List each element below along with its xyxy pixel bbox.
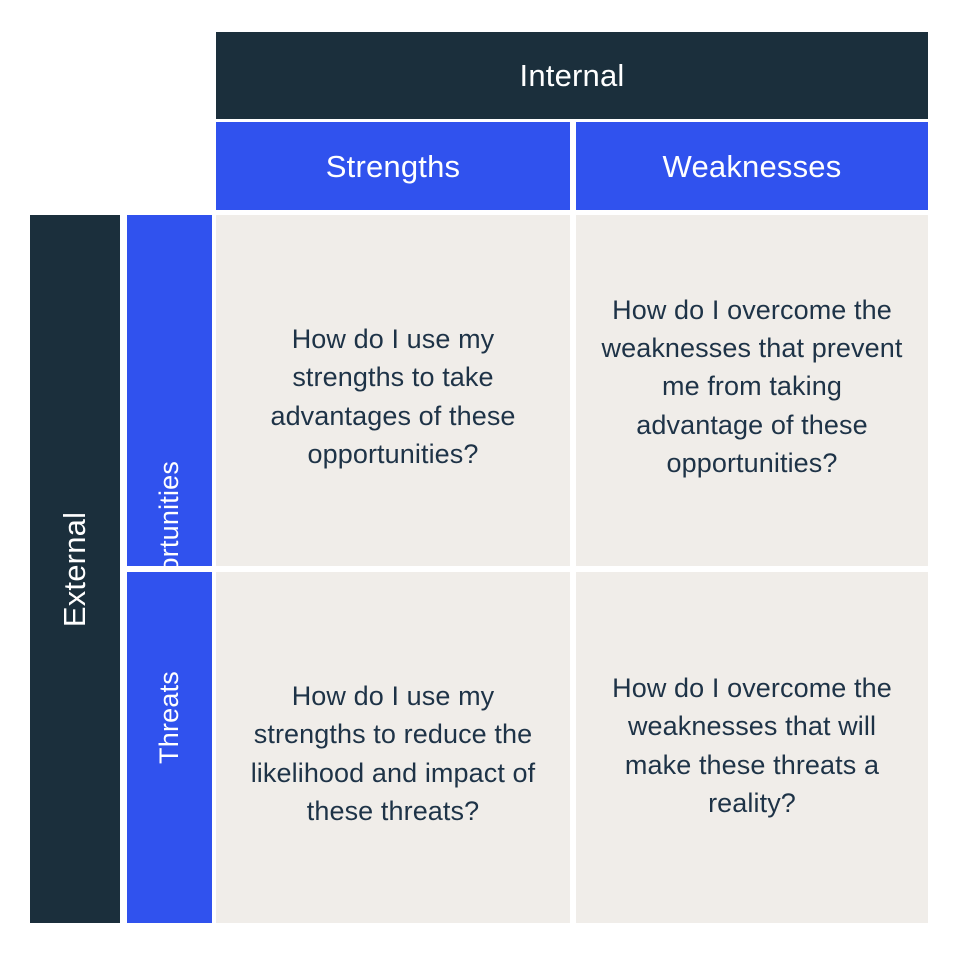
row-header-threats[interactable]: Threats [127,572,212,923]
cell-strengths-threats-text: How do I use my strengths to reduce the … [250,680,536,826]
column-header-strengths[interactable]: Strengths [216,122,570,210]
cell-strengths-opportunities[interactable]: How do I use my strengths to take advant… [216,215,570,566]
internal-axis-label: Internal [519,58,625,93]
cell-weaknesses-opportunities[interactable]: How do I overcome the weaknesses that pr… [576,215,928,566]
cell-weaknesses-threats-text: How do I overcome the weaknesses that wi… [612,672,892,818]
column-header-strengths-label: Strengths [325,148,461,184]
cell-weaknesses-threats[interactable]: How do I overcome the weaknesses that wi… [576,572,928,923]
cell-strengths-threats[interactable]: How do I use my strengths to reduce the … [216,572,570,923]
internal-axis-band: Internal [216,32,928,119]
column-header-weaknesses-label: Weaknesses [662,148,842,184]
external-axis-label: External [57,511,93,627]
external-axis-band: External [30,215,120,923]
row-header-opportunities[interactable]: Opportunities [127,215,212,624]
column-header-weaknesses[interactable]: Weaknesses [576,122,928,210]
cell-strengths-opportunities-text: How do I use my strengths to take advant… [270,323,516,469]
row-header-threats-label: Threats [154,671,184,764]
cell-weaknesses-opportunities-text: How do I overcome the weaknesses that pr… [601,294,903,478]
